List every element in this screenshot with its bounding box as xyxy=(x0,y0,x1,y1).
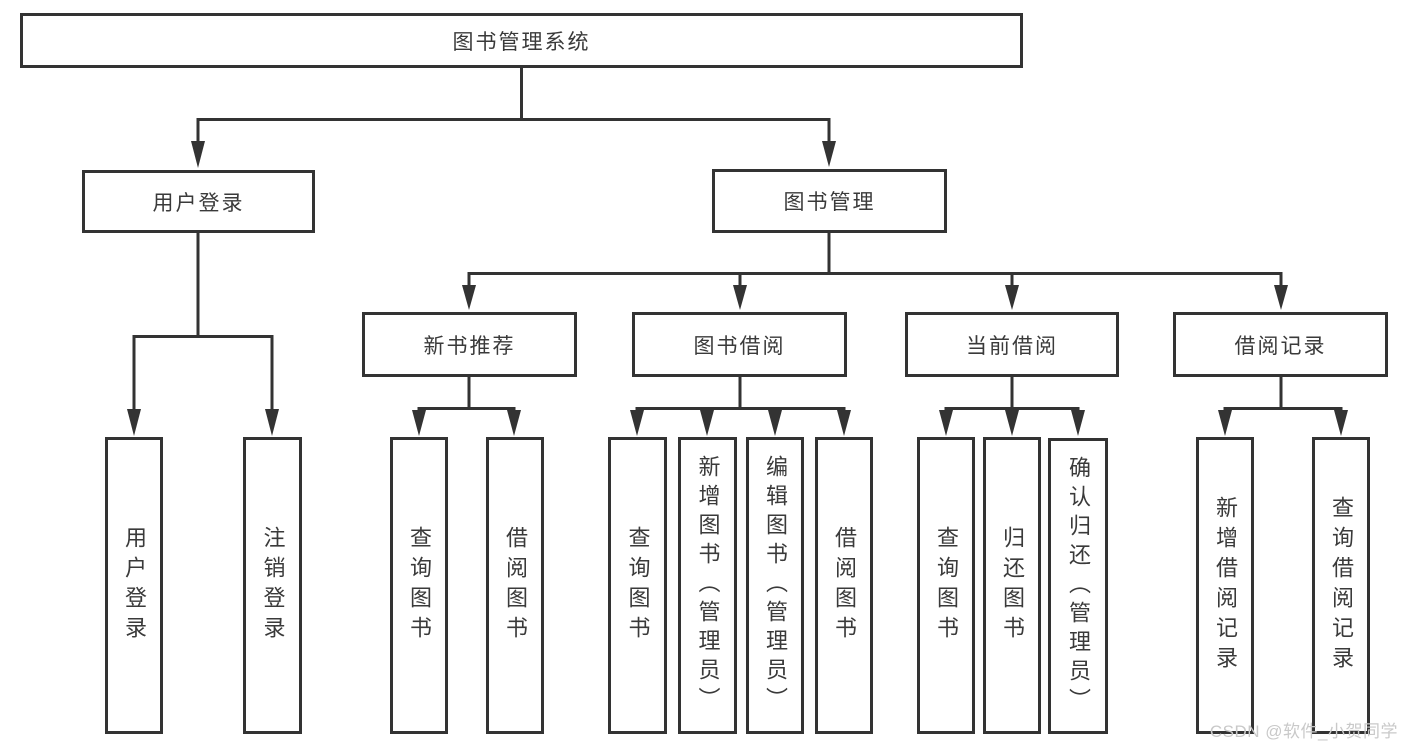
leaf-recommend-borrow-books-label: 借阅图书 xyxy=(503,525,528,646)
node-root: 图书管理系统 xyxy=(20,13,1023,68)
leaf-return-books-label: 归还图书 xyxy=(1000,525,1025,646)
leaf-logout: 注销登录 xyxy=(243,437,302,734)
watermark-text: CSDN @软件_小贺同学 xyxy=(1209,722,1398,741)
node-new-book-recommend-label: 新书推荐 xyxy=(423,334,516,358)
leaf-user-login-label: 用户登录 xyxy=(122,525,147,646)
leaf-query-borrow-record-label: 查询借阅记录 xyxy=(1329,495,1354,676)
leaf-logout-label: 注销登录 xyxy=(260,525,286,646)
leaf-current-query-books: 查询图书 xyxy=(917,437,975,734)
leaf-add-books-admin: 新增图书（管理员） xyxy=(678,437,737,734)
leaf-borrowing-query-books-label: 查询图书 xyxy=(625,525,651,646)
node-current-borrowing-label: 当前借阅 xyxy=(966,334,1058,358)
node-book-management: 图书管理 xyxy=(712,169,947,233)
leaf-add-borrow-record: 新增借阅记录 xyxy=(1196,437,1254,734)
leaf-edit-books-admin: 编辑图书（管理员） xyxy=(746,437,804,734)
node-book-borrowing: 图书借阅 xyxy=(632,312,847,377)
node-book-management-label: 图书管理 xyxy=(783,191,876,214)
leaf-confirm-return-admin-label: 确认归还（管理员） xyxy=(1066,455,1091,717)
node-borrowing-records-label: 借阅记录 xyxy=(1234,334,1327,358)
arrowheads xyxy=(127,141,1348,436)
leaf-edit-books-admin-label: 编辑图书（管理员） xyxy=(763,455,788,716)
leaf-user-login: 用户登录 xyxy=(105,437,163,734)
leaf-recommend-borrow-books: 借阅图书 xyxy=(486,437,544,734)
leaf-add-books-admin-label: 新增图书（管理员） xyxy=(695,455,721,716)
leaf-return-books: 归还图书 xyxy=(983,437,1041,734)
node-book-borrowing-label: 图书借阅 xyxy=(693,334,786,358)
node-root-label: 图书管理系统 xyxy=(452,30,591,54)
leaf-current-query-books-label: 查询图书 xyxy=(934,525,959,646)
leaf-borrowing-borrow-books: 借阅图书 xyxy=(815,437,873,734)
leaf-confirm-return-admin: 确认归还（管理员） xyxy=(1048,438,1108,734)
leaf-recommend-query-books: 查询图书 xyxy=(390,437,448,734)
leaf-query-borrow-record: 查询借阅记录 xyxy=(1312,437,1370,734)
leaf-add-borrow-record-label: 新增借阅记录 xyxy=(1213,495,1238,676)
node-user-login: 用户登录 xyxy=(82,170,315,233)
node-current-borrowing: 当前借阅 xyxy=(905,312,1119,377)
node-user-login-label: 用户登录 xyxy=(152,191,245,215)
leaf-recommend-query-books-label: 查询图书 xyxy=(407,525,432,646)
leaf-borrowing-borrow-books-label: 借阅图书 xyxy=(832,525,857,646)
leaf-borrowing-query-books: 查询图书 xyxy=(608,437,667,734)
node-borrowing-records: 借阅记录 xyxy=(1173,312,1388,377)
node-new-book-recommend: 新书推荐 xyxy=(362,312,577,377)
